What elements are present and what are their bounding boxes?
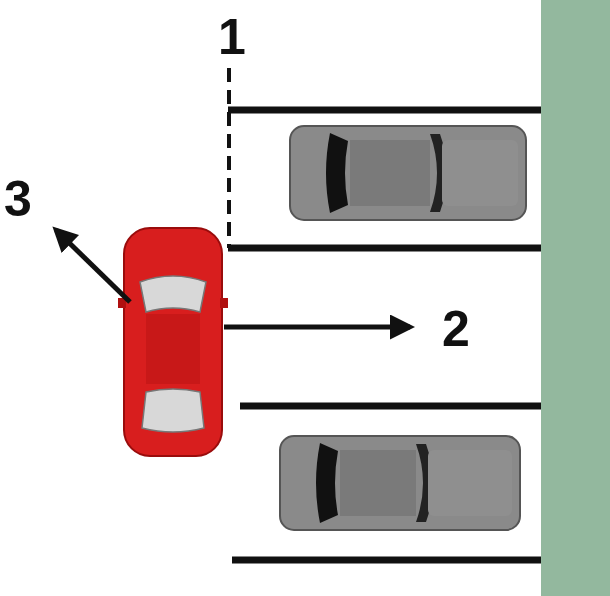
dashed-bay-entry	[227, 68, 231, 248]
callout-number: 3	[4, 174, 32, 224]
kerb-band	[541, 0, 610, 596]
bay-lines	[228, 110, 541, 560]
callout-number: 1	[218, 12, 246, 62]
parked-car	[290, 126, 526, 220]
red-car	[118, 228, 228, 456]
direction-arrow	[224, 325, 410, 330]
callout-number: 2	[442, 304, 470, 354]
parked-car	[280, 436, 520, 530]
direction-arrow	[56, 230, 130, 302]
